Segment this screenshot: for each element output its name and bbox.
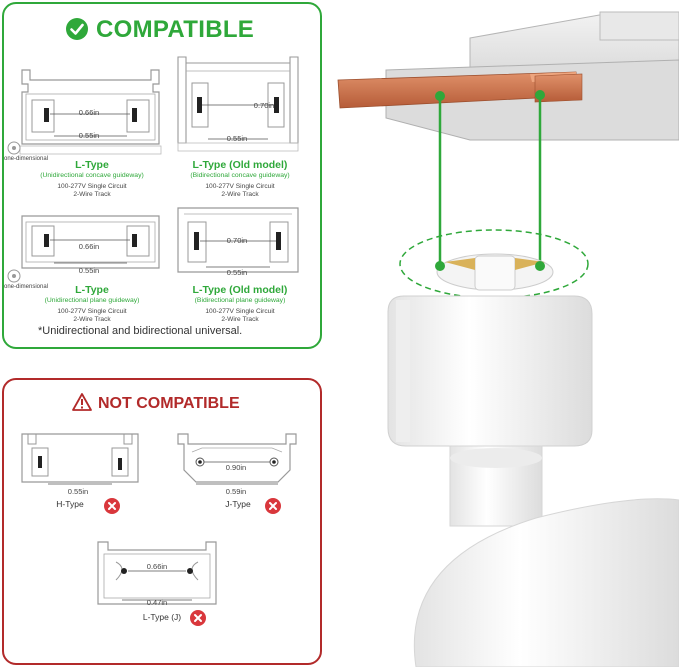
dim-bottom-4: 0.55in: [226, 268, 248, 277]
not-compatible-title: NOT COMPATIBLE: [98, 395, 240, 412]
track-name-4: L-Type (Old model): [192, 284, 288, 296]
x-circle-icon-3: [190, 610, 206, 626]
track-spec2-4: 2-Wire Track: [221, 316, 259, 323]
track-subtitle-1: (Unidirectional concave guideway): [40, 172, 144, 179]
h-type-diagram: [21, 433, 139, 485]
one-dimensional-icon-2: [7, 269, 21, 283]
track-name-1: L-Type: [75, 159, 109, 171]
l-type-old-bidirectional-plane-diagram: [177, 207, 299, 273]
j-type-name: J-Type: [225, 499, 251, 509]
dim-bottom-1: 0.55in: [78, 131, 100, 140]
track-spec1-2: 100-277V Single Circuit: [205, 183, 275, 190]
dim-top-3: 0.66in: [78, 242, 100, 251]
h-type-dim-bottom: 0.55in: [67, 487, 89, 496]
track-spec2-3: 2-Wire Track: [73, 316, 111, 323]
dim-top-2: 0.70in: [253, 101, 275, 110]
l-type-j-dim-top: 0.66in: [146, 562, 168, 571]
track-rail-illustration: [337, 11, 679, 667]
track-spec2-1: 2-Wire Track: [73, 191, 111, 198]
j-type-diagram: [177, 433, 297, 485]
l-type-j-diagram: [97, 541, 217, 605]
track-name-2: L-Type (Old model): [192, 159, 288, 171]
one-dimensional-icon: [7, 141, 21, 155]
l-type-unidirectional-concave-diagram: [19, 69, 162, 155]
j-type-dim-top: 0.90in: [225, 463, 247, 472]
one-dimensional-label-2: one-dimensional: [4, 284, 49, 290]
compatible-title: COMPATIBLE: [96, 16, 255, 43]
l-type-j-name: L-Type (J): [142, 612, 182, 622]
track-subtitle-2: (Bidirectional concave guideway): [190, 172, 290, 179]
x-circle-icon-2: [265, 498, 281, 514]
compatible-panel: [2, 2, 322, 349]
track-name-3: L-Type: [75, 284, 109, 296]
x-circle-icon: [104, 498, 120, 514]
track-subtitle-3: (Unidirectional plane guideway): [44, 297, 140, 304]
track-spec1-1: 100-277V Single Circuit: [57, 183, 127, 190]
dim-top-1: 0.66in: [78, 108, 100, 117]
one-dimensional-label: one-dimensional: [4, 156, 49, 162]
dim-top-4: 0.70in: [226, 236, 248, 245]
warning-icon: [72, 393, 92, 411]
l-type-unidirectional-plane-diagram: [21, 215, 160, 269]
h-type-name: H-Type: [56, 499, 84, 509]
l-type-old-bidirectional-concave-diagram: [177, 56, 299, 152]
track-spec1-4: 100-277V Single Circuit: [205, 308, 275, 315]
track-spec1-3: 100-277V Single Circuit: [57, 308, 127, 315]
track-subtitle-4: (Bidirectional plane guideway): [194, 297, 286, 304]
dim-bottom-3: 0.55in: [78, 266, 100, 275]
j-type-dim-bottom: 0.59in: [225, 487, 247, 496]
compatible-footnote: *Unidirectional and bidirectional univer…: [38, 325, 243, 337]
track-spec2-2: 2-Wire Track: [221, 191, 259, 198]
not-compatible-panel: [2, 378, 322, 665]
check-circle-icon: [66, 18, 88, 40]
l-type-j-dim-bottom: 0.47in: [146, 598, 168, 607]
dim-bottom-2: 0.55in: [226, 134, 248, 143]
